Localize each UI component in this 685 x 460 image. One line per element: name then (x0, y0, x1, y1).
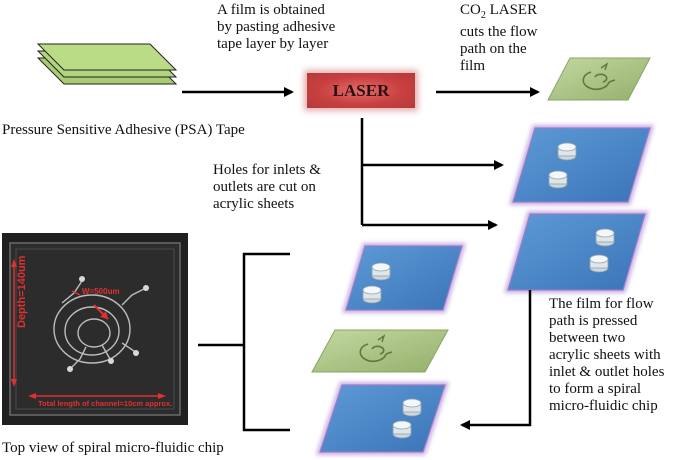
co2-suffix: LASER (485, 2, 538, 18)
cut-film-icon (547, 57, 651, 101)
width-label: W=500um (82, 287, 120, 296)
acrylic-sheet-2 (504, 211, 649, 293)
length-label: Total length of channel=10cm approx. (38, 399, 173, 408)
film-pressed-text: The film for flow path is pressed betwee… (549, 296, 665, 414)
laser-label: LASER (332, 80, 390, 100)
acrylic-sheet-1 (508, 125, 655, 205)
arrow-return (460, 290, 532, 430)
stack-film (311, 329, 449, 373)
stack-acrylic-top (341, 243, 467, 313)
holes-text: Holes for inlets & outlets are cut on ac… (213, 162, 321, 212)
film-obtained-text: A film is obtained by pasting adhesive t… (217, 2, 336, 52)
laser-box: LASER (307, 73, 415, 108)
stack-acrylic-bottom (315, 382, 450, 455)
psa-tape-stack (36, 43, 178, 85)
depth-label: Depth=140um (16, 255, 28, 328)
co2-rest: cuts the flow path on the film (460, 24, 538, 74)
psa-tape-label: Pressure Sensitive Adhesive (PSA) Tape (2, 122, 245, 138)
top-view-caption: Top view of spiral micro-fluidic chip (2, 440, 224, 456)
bracket-to-photo (242, 252, 290, 432)
co2-prefix: CO (460, 2, 481, 18)
co2-laser-text: CO2 LASER cuts the flow path on the film (460, 2, 537, 75)
chip-photo: Depth=140um W=500um Total length of chan… (2, 233, 188, 425)
co2-sub: 2 (480, 10, 486, 21)
